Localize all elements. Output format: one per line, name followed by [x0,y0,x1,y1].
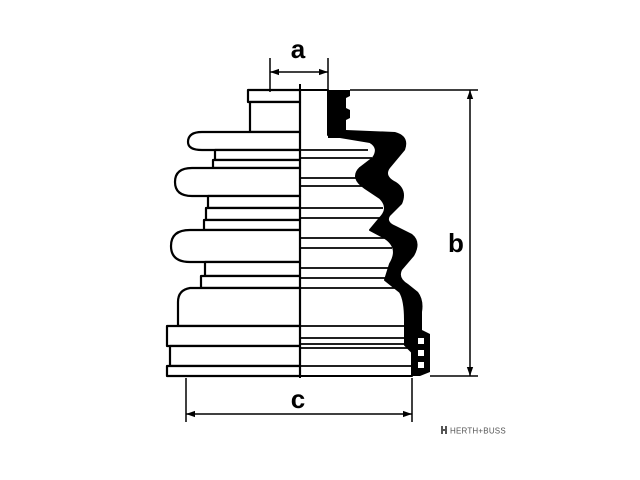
dimension-c [185,378,413,422]
boot-wall-section [328,90,430,376]
dimension-a-label: a [291,34,306,64]
dimension-c-label: c [291,384,305,414]
clamp-cutouts [418,338,424,368]
boot-section-half [300,89,414,377]
dimension-b [350,89,478,377]
brand-name: HERTH+BUSS [450,427,506,436]
dimension-a [269,58,329,92]
boot-exterior-half [165,88,302,378]
brand-icon [441,426,447,434]
dimension-b-label: b [448,228,464,258]
herth-buss-logo: HERTH+BUSS [441,426,506,436]
